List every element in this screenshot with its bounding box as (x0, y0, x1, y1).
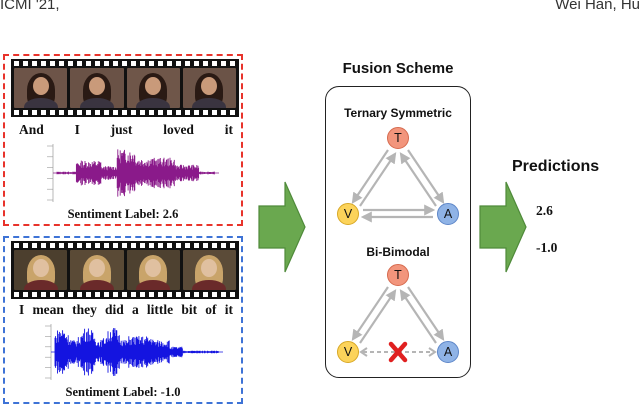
blocked-link-icon (388, 341, 408, 363)
fusion-panel (325, 86, 471, 378)
audio-modality-node: A (437, 341, 459, 363)
transcript-word: it (224, 302, 233, 317)
bi-bimodal-links (351, 286, 445, 357)
video-frame (14, 68, 68, 108)
text-modality-node: T (387, 127, 409, 149)
transcript-word: loved (163, 122, 194, 137)
transcript-word: mean (32, 302, 64, 317)
prediction-value: 2.6 (536, 203, 553, 218)
video-frame (70, 250, 124, 290)
video-filmstrip (11, 59, 239, 117)
sample-negative-box: I mean they did a little bit of it Senti… (3, 236, 243, 404)
text-modality-node: T (387, 264, 409, 286)
video-frame (70, 68, 124, 108)
waveform-signal (56, 149, 215, 197)
transcript-word: did (105, 302, 124, 317)
flow-arrow-icon (258, 181, 306, 273)
video-frame (126, 250, 180, 290)
transcript-word: And (19, 122, 44, 137)
transcript-word: they (72, 302, 97, 317)
page-header-right: Wei Han, Hu (555, 0, 640, 13)
transcript-word: just (110, 122, 133, 137)
transcript-word: little (146, 302, 174, 317)
audio-modality-node: A (437, 203, 459, 225)
page-header-left: ICMI '21, (0, 0, 60, 13)
transcript-word: I (19, 302, 25, 317)
transcript: I mean they did a little bit of it (19, 302, 233, 318)
video-filmstrip (11, 241, 239, 299)
transcript-word: I (74, 122, 80, 137)
fusion-links (351, 149, 445, 363)
audio-waveform (47, 144, 219, 202)
audio-waveform (45, 324, 223, 380)
video-frame (126, 68, 180, 108)
ternary-links (351, 149, 445, 223)
sentiment-label: Sentiment Label: -1.0 (65, 385, 181, 399)
waveform-signal (54, 328, 219, 376)
video-frame (14, 250, 68, 290)
transcript-word: a (131, 302, 139, 317)
fusion-scheme-title: Fusion Scheme (342, 60, 454, 77)
video-frame (182, 68, 236, 108)
transcript-word: bit (181, 302, 198, 317)
sentiment-label: Sentiment Label: 2.6 (67, 207, 179, 221)
vision-modality-node: V (337, 203, 359, 225)
flow-arrow-icon (479, 181, 527, 273)
video-frame (182, 250, 236, 290)
prediction-value: -1.0 (536, 240, 558, 255)
ternary-symmetric-title: Ternary Symmetric (344, 106, 452, 120)
transcript: And I just loved it (19, 122, 233, 138)
bi-bimodal-title: Bi-Bimodal (366, 245, 430, 259)
sample-positive-box: And I just loved it Sentiment Label: 2.6 (3, 54, 243, 226)
transcript-word: of (205, 302, 217, 317)
transcript-word: it (224, 122, 233, 137)
vision-modality-node: V (337, 341, 359, 363)
predictions-title: Predictions (512, 158, 600, 175)
